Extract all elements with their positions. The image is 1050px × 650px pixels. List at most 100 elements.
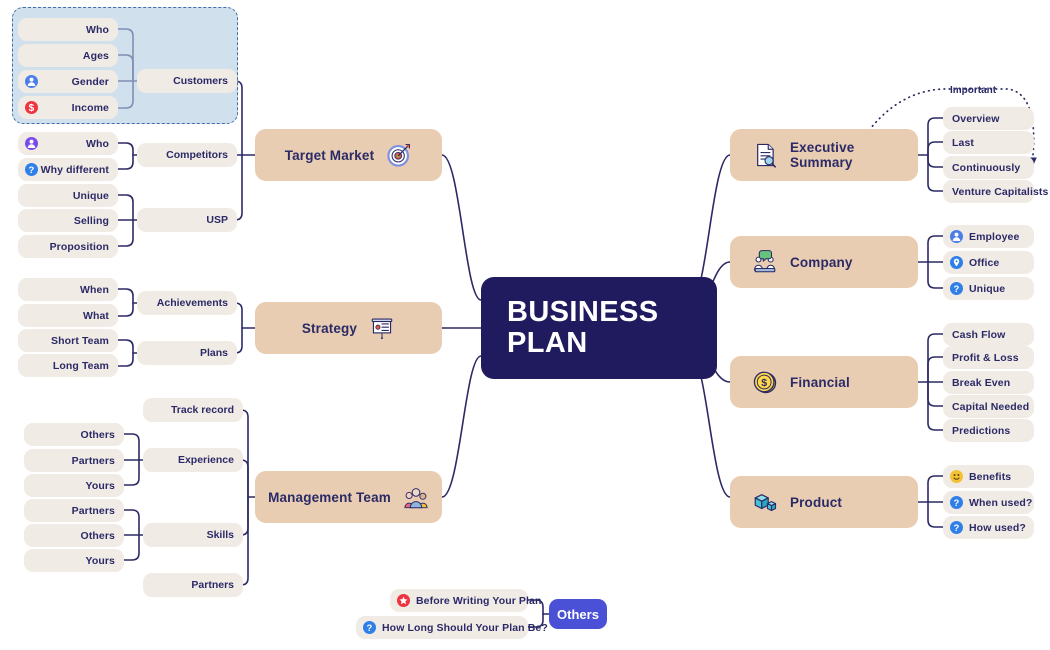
svg-text:?: ? — [367, 623, 373, 634]
leaf-experience-partners[interactable]: Partners — [24, 449, 124, 472]
leaf-ages[interactable]: Ages — [18, 44, 118, 67]
leaf-label: Partners — [71, 504, 115, 517]
node-label: Competitors — [166, 149, 228, 161]
node-label: Customers — [173, 75, 228, 87]
branch-strategy[interactable]: Strategy — [255, 302, 442, 354]
center-node-business-plan[interactable]: BUSINESS PLAN — [481, 277, 717, 379]
leaf-profit-loss[interactable]: Profit & Loss — [943, 346, 1034, 369]
node-track-record[interactable]: Track record — [143, 398, 243, 422]
leaf-continuously[interactable]: Continuously — [943, 156, 1034, 179]
branch-target-market[interactable]: Target Market — [255, 129, 442, 181]
branch-product[interactable]: Product — [730, 476, 918, 528]
node-competitors[interactable]: Competitors — [137, 143, 237, 167]
leaf-who-customers[interactable]: Who — [18, 18, 118, 41]
branch-label: Company — [790, 254, 853, 270]
leaf-selling[interactable]: Selling — [18, 209, 118, 232]
leaf-what[interactable]: What — [18, 304, 118, 327]
leaf-label: Others — [80, 529, 115, 542]
leaf-label: Partners — [71, 454, 115, 467]
leaf-label: Who — [85, 23, 109, 36]
branch-company[interactable]: Company — [730, 236, 918, 288]
leaf-venture-capitalists[interactable]: Venture Capitalists — [943, 180, 1048, 203]
others-label: Others — [557, 606, 599, 622]
branch-executive-summary[interactable]: Executive Summary — [730, 129, 918, 181]
node-customers[interactable]: Customers — [137, 69, 237, 93]
leaf-benefits[interactable]: Benefits — [943, 465, 1034, 488]
node-usp[interactable]: USP — [137, 208, 237, 232]
star-red-icon — [397, 594, 410, 607]
svg-text:?: ? — [954, 523, 960, 534]
leaf-label: Overview — [952, 112, 1000, 125]
node-plans[interactable]: Plans — [137, 341, 237, 365]
leaf-proposition[interactable]: Proposition — [18, 235, 118, 258]
leaf-overview[interactable]: Overview — [943, 107, 1034, 130]
leaf-income[interactable]: $ Income — [18, 96, 118, 119]
leaf-label: Profit & Loss — [952, 351, 1019, 364]
person-purple-icon — [25, 137, 38, 150]
leaf-label: Break Even — [952, 376, 1011, 389]
leaf-label: Employee — [969, 230, 1020, 243]
leaf-label: Yours — [85, 554, 115, 567]
leaf-label: Proposition — [49, 240, 109, 253]
node-skills[interactable]: Skills — [143, 523, 243, 547]
leaf-cash-flow[interactable]: Cash Flow — [943, 323, 1034, 346]
leaf-label: When used? — [969, 496, 1033, 509]
leaf-before-writing-your-plan[interactable]: Before Writing Your Plan — [390, 589, 541, 612]
leaf-label: Yours — [85, 479, 115, 492]
center-title-line1: BUSINESS — [507, 295, 659, 328]
leaf-office[interactable]: Office — [943, 251, 1034, 274]
leaf-how-long-should-your-plan-be[interactable]: ? How Long Should Your Plan Be? — [356, 616, 548, 639]
node-others[interactable]: Others — [549, 599, 607, 629]
document-search-icon — [752, 142, 778, 168]
node-label: Track record — [170, 404, 234, 416]
leaf-experience-yours[interactable]: Yours — [24, 474, 124, 497]
leaf-last[interactable]: Last — [943, 131, 1034, 154]
leaf-label: Benefits — [969, 470, 1012, 483]
center-title-line2: PLAN — [507, 327, 588, 359]
leaf-label: Unique — [72, 189, 109, 202]
node-label: Experience — [177, 454, 234, 466]
node-label: Plans — [199, 347, 228, 359]
svg-text:$: $ — [29, 103, 35, 114]
leaf-label: Capital Needed — [952, 400, 1030, 413]
leaf-label: How Long Should Your Plan Be? — [382, 621, 548, 634]
branch-management-team[interactable]: Management Team — [255, 471, 442, 523]
leaf-skills-yours[interactable]: Yours — [24, 549, 124, 572]
leaf-label: Venture Capitalists — [952, 185, 1049, 198]
leaf-label: Others — [80, 428, 115, 441]
leaf-employee[interactable]: Employee — [943, 225, 1034, 248]
leaf-unique-company[interactable]: ? Unique — [943, 277, 1034, 300]
leaf-when[interactable]: When — [18, 278, 118, 301]
leaf-capital-needed[interactable]: Capital Needed — [943, 395, 1034, 418]
leaf-long-team[interactable]: Long Team — [18, 354, 118, 377]
question-blue-icon: ? — [363, 621, 376, 634]
node-achievements[interactable]: Achievements — [137, 291, 237, 315]
leaf-skills-partners[interactable]: Partners — [24, 499, 124, 522]
leaf-label: How used? — [969, 521, 1026, 534]
leaf-experience-others[interactable]: Others — [24, 423, 124, 446]
question-blue-icon: ? — [950, 496, 963, 509]
node-partners-bottom[interactable]: Partners — [143, 573, 243, 597]
svg-text:$: $ — [761, 377, 767, 389]
branch-label: Target Market — [284, 147, 375, 163]
leaf-skills-others[interactable]: Others — [24, 524, 124, 547]
leaf-gender[interactable]: Gender — [18, 70, 118, 93]
leaf-label: Continuously — [952, 161, 1021, 174]
leaf-predictions[interactable]: Predictions — [943, 419, 1034, 442]
leaf-why-different[interactable]: ? Why different — [18, 158, 118, 181]
leaf-when-used[interactable]: ? When used? — [943, 491, 1034, 514]
leaf-short-team[interactable]: Short Team — [18, 329, 118, 352]
node-experience[interactable]: Experience — [143, 448, 243, 472]
branch-financial[interactable]: $ Financial — [730, 356, 918, 408]
question-blue-icon: ? — [25, 163, 38, 176]
leaf-label: When — [80, 283, 109, 296]
node-label: Skills — [206, 529, 234, 541]
leaf-unique[interactable]: Unique — [18, 184, 118, 207]
leaf-who-competitors[interactable]: Who — [18, 132, 118, 155]
leaf-break-even[interactable]: Break Even — [943, 371, 1034, 394]
node-label: USP — [206, 214, 228, 226]
svg-text:?: ? — [954, 498, 960, 509]
leaf-how-used[interactable]: ? How used? — [943, 516, 1034, 539]
question-blue-icon: ? — [950, 521, 963, 534]
coin-dollar-icon: $ — [752, 369, 778, 395]
